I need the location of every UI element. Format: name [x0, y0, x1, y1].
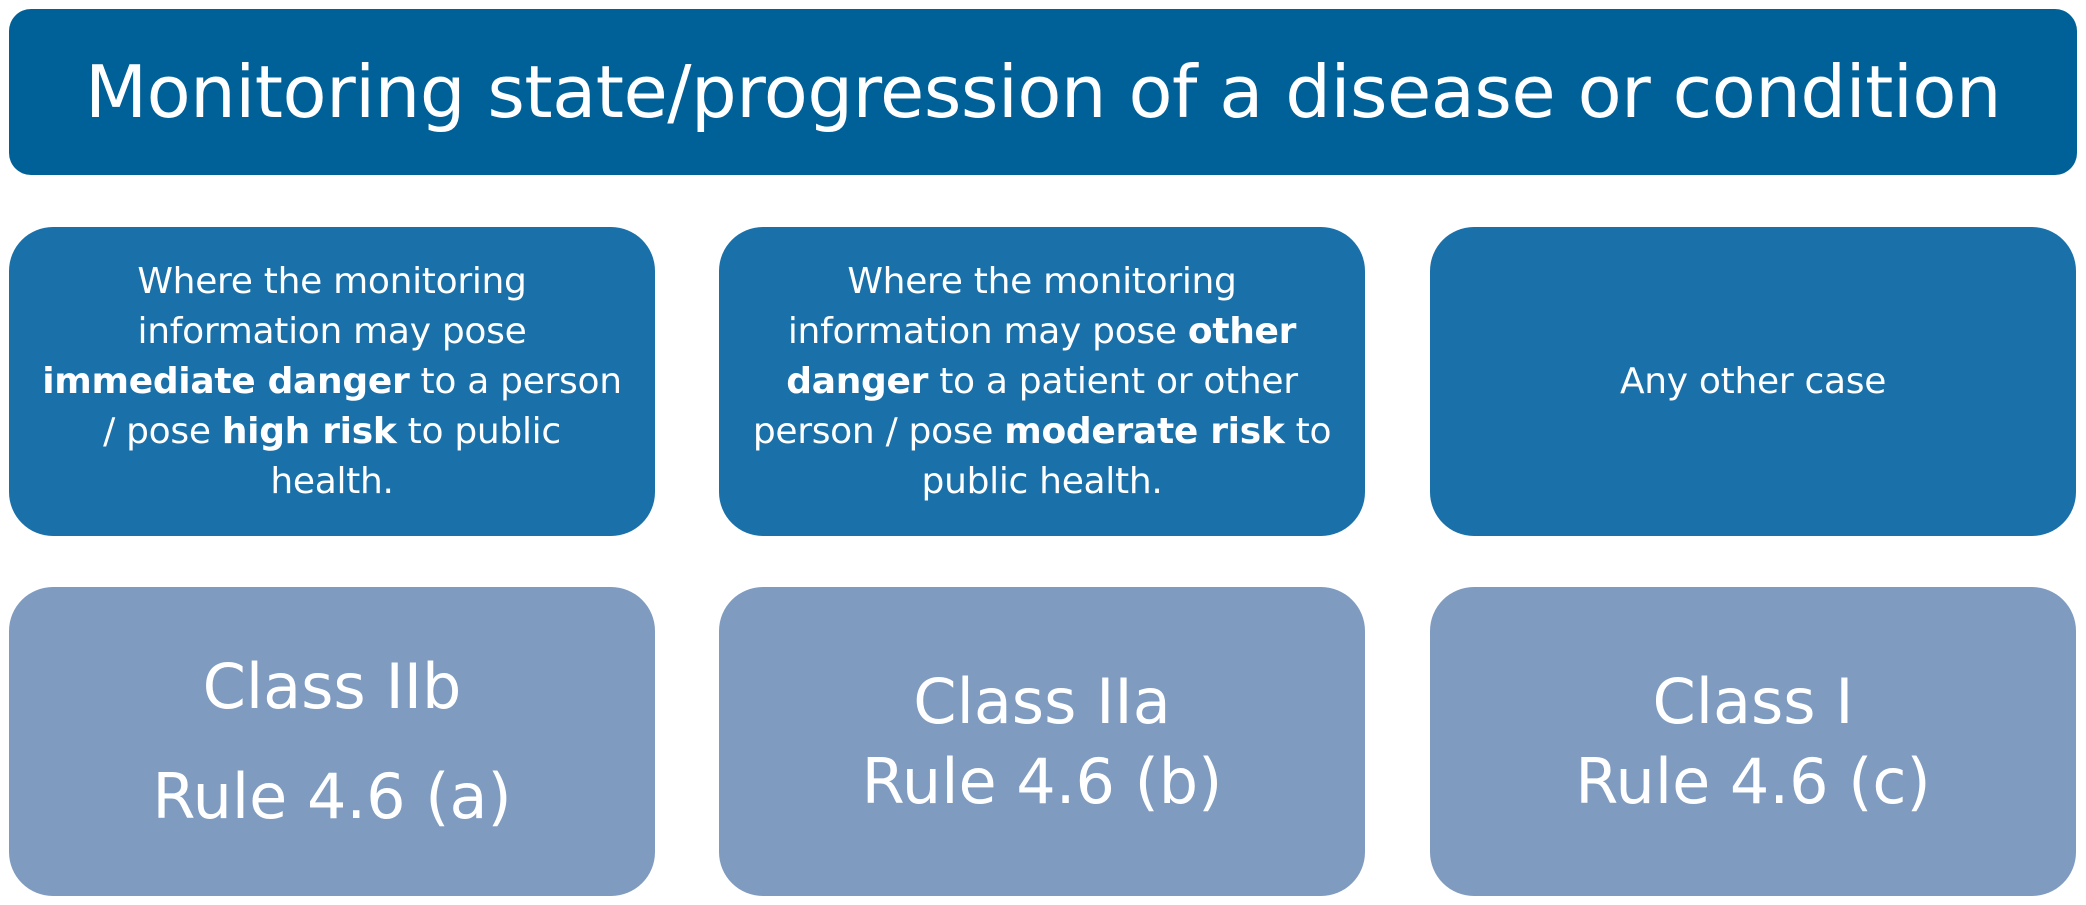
criteria-text-segment: Where the monitoring information may pos… [137, 260, 527, 352]
class-name: Class I [1652, 664, 1854, 738]
class-box-i: Class I Rule 4.6 (c) [1430, 587, 2076, 896]
criteria-text-emphasis: high risk [221, 410, 397, 452]
title-box: Monitoring state/progression of a diseas… [9, 9, 2077, 175]
criteria-text-segment: to a person / pose [103, 360, 622, 452]
criteria-text: Where the monitoring information may pos… [747, 257, 1337, 507]
criteria-box-high-risk: Where the monitoring information may pos… [9, 227, 655, 536]
class-box-iib: Class IIb Rule 4.6 (a) [9, 587, 655, 896]
criteria-text-segment: Any other case [1619, 360, 1887, 402]
criteria-text-segment: to public health. [270, 410, 561, 502]
criteria-text-segment: to a patient or other person / pose [752, 360, 1298, 452]
criteria-box-moderate-risk: Where the monitoring information may pos… [719, 227, 1365, 536]
criteria-text: Any other case [1620, 357, 1886, 407]
criteria-text-segment: Where the monitoring information may pos… [787, 260, 1237, 352]
class-name: Class IIb [202, 649, 462, 723]
criteria-text-emphasis: moderate risk [1004, 410, 1285, 452]
criteria-text-emphasis: other danger [786, 310, 1297, 402]
criteria-text-segment: to public health. [921, 410, 1332, 502]
class-rule: Rule 4.6 (c) [1575, 744, 1931, 818]
diagram-title: Monitoring state/progression of a diseas… [84, 50, 2002, 134]
class-box-iia: Class IIa Rule 4.6 (b) [719, 587, 1365, 896]
class-name: Class IIa [913, 664, 1171, 738]
criteria-text: Where the monitoring information may pos… [37, 257, 627, 507]
class-rule: Rule 4.6 (b) [861, 744, 1223, 818]
criteria-box-other: Any other case [1430, 227, 2076, 536]
class-rule: Rule 4.6 (a) [152, 759, 512, 833]
criteria-text-emphasis: immediate danger [42, 360, 410, 402]
